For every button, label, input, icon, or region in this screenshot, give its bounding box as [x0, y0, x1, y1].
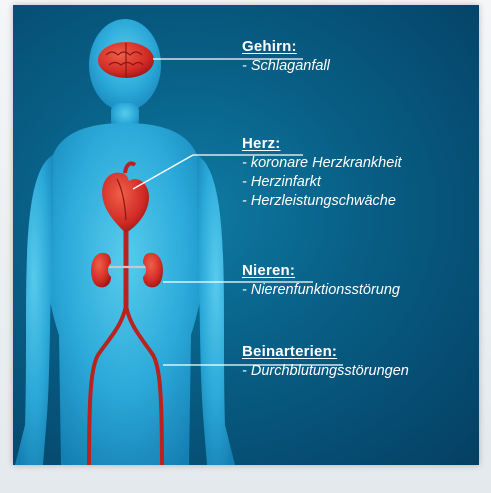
- label-legs: Beinarterien: - Durchblutungsstörungen: [242, 343, 409, 381]
- label-legs-title: Beinarterien:: [242, 343, 409, 360]
- label-heart-title: Herz:: [242, 135, 402, 152]
- brain-icon: [98, 42, 154, 78]
- label-heart-item-1: - koronare Herzkrankheit: [242, 154, 402, 173]
- label-kidney-item-1: - Nierenfunktionsstörung: [242, 281, 400, 300]
- label-kidney-title: Nieren:: [242, 262, 400, 279]
- label-brain-title: Gehirn:: [242, 38, 330, 55]
- label-brain-item-1: - Schlaganfall: [242, 57, 330, 76]
- label-brain: Gehirn: - Schlaganfall: [242, 38, 330, 76]
- label-kidney: Nieren: - Nierenfunktionsstörung: [242, 262, 400, 300]
- label-heart: Herz: - koronare Herzkrankheit - Herzinf…: [242, 135, 402, 211]
- diagram-panel: Gehirn: - Schlaganfall Herz: - koronare …: [13, 5, 479, 465]
- label-heart-item-2: - Herzinfarkt: [242, 173, 402, 192]
- label-legs-item-1: - Durchblutungsstörungen: [242, 362, 409, 381]
- label-heart-item-3: - Herzleistungschwäche: [242, 192, 402, 211]
